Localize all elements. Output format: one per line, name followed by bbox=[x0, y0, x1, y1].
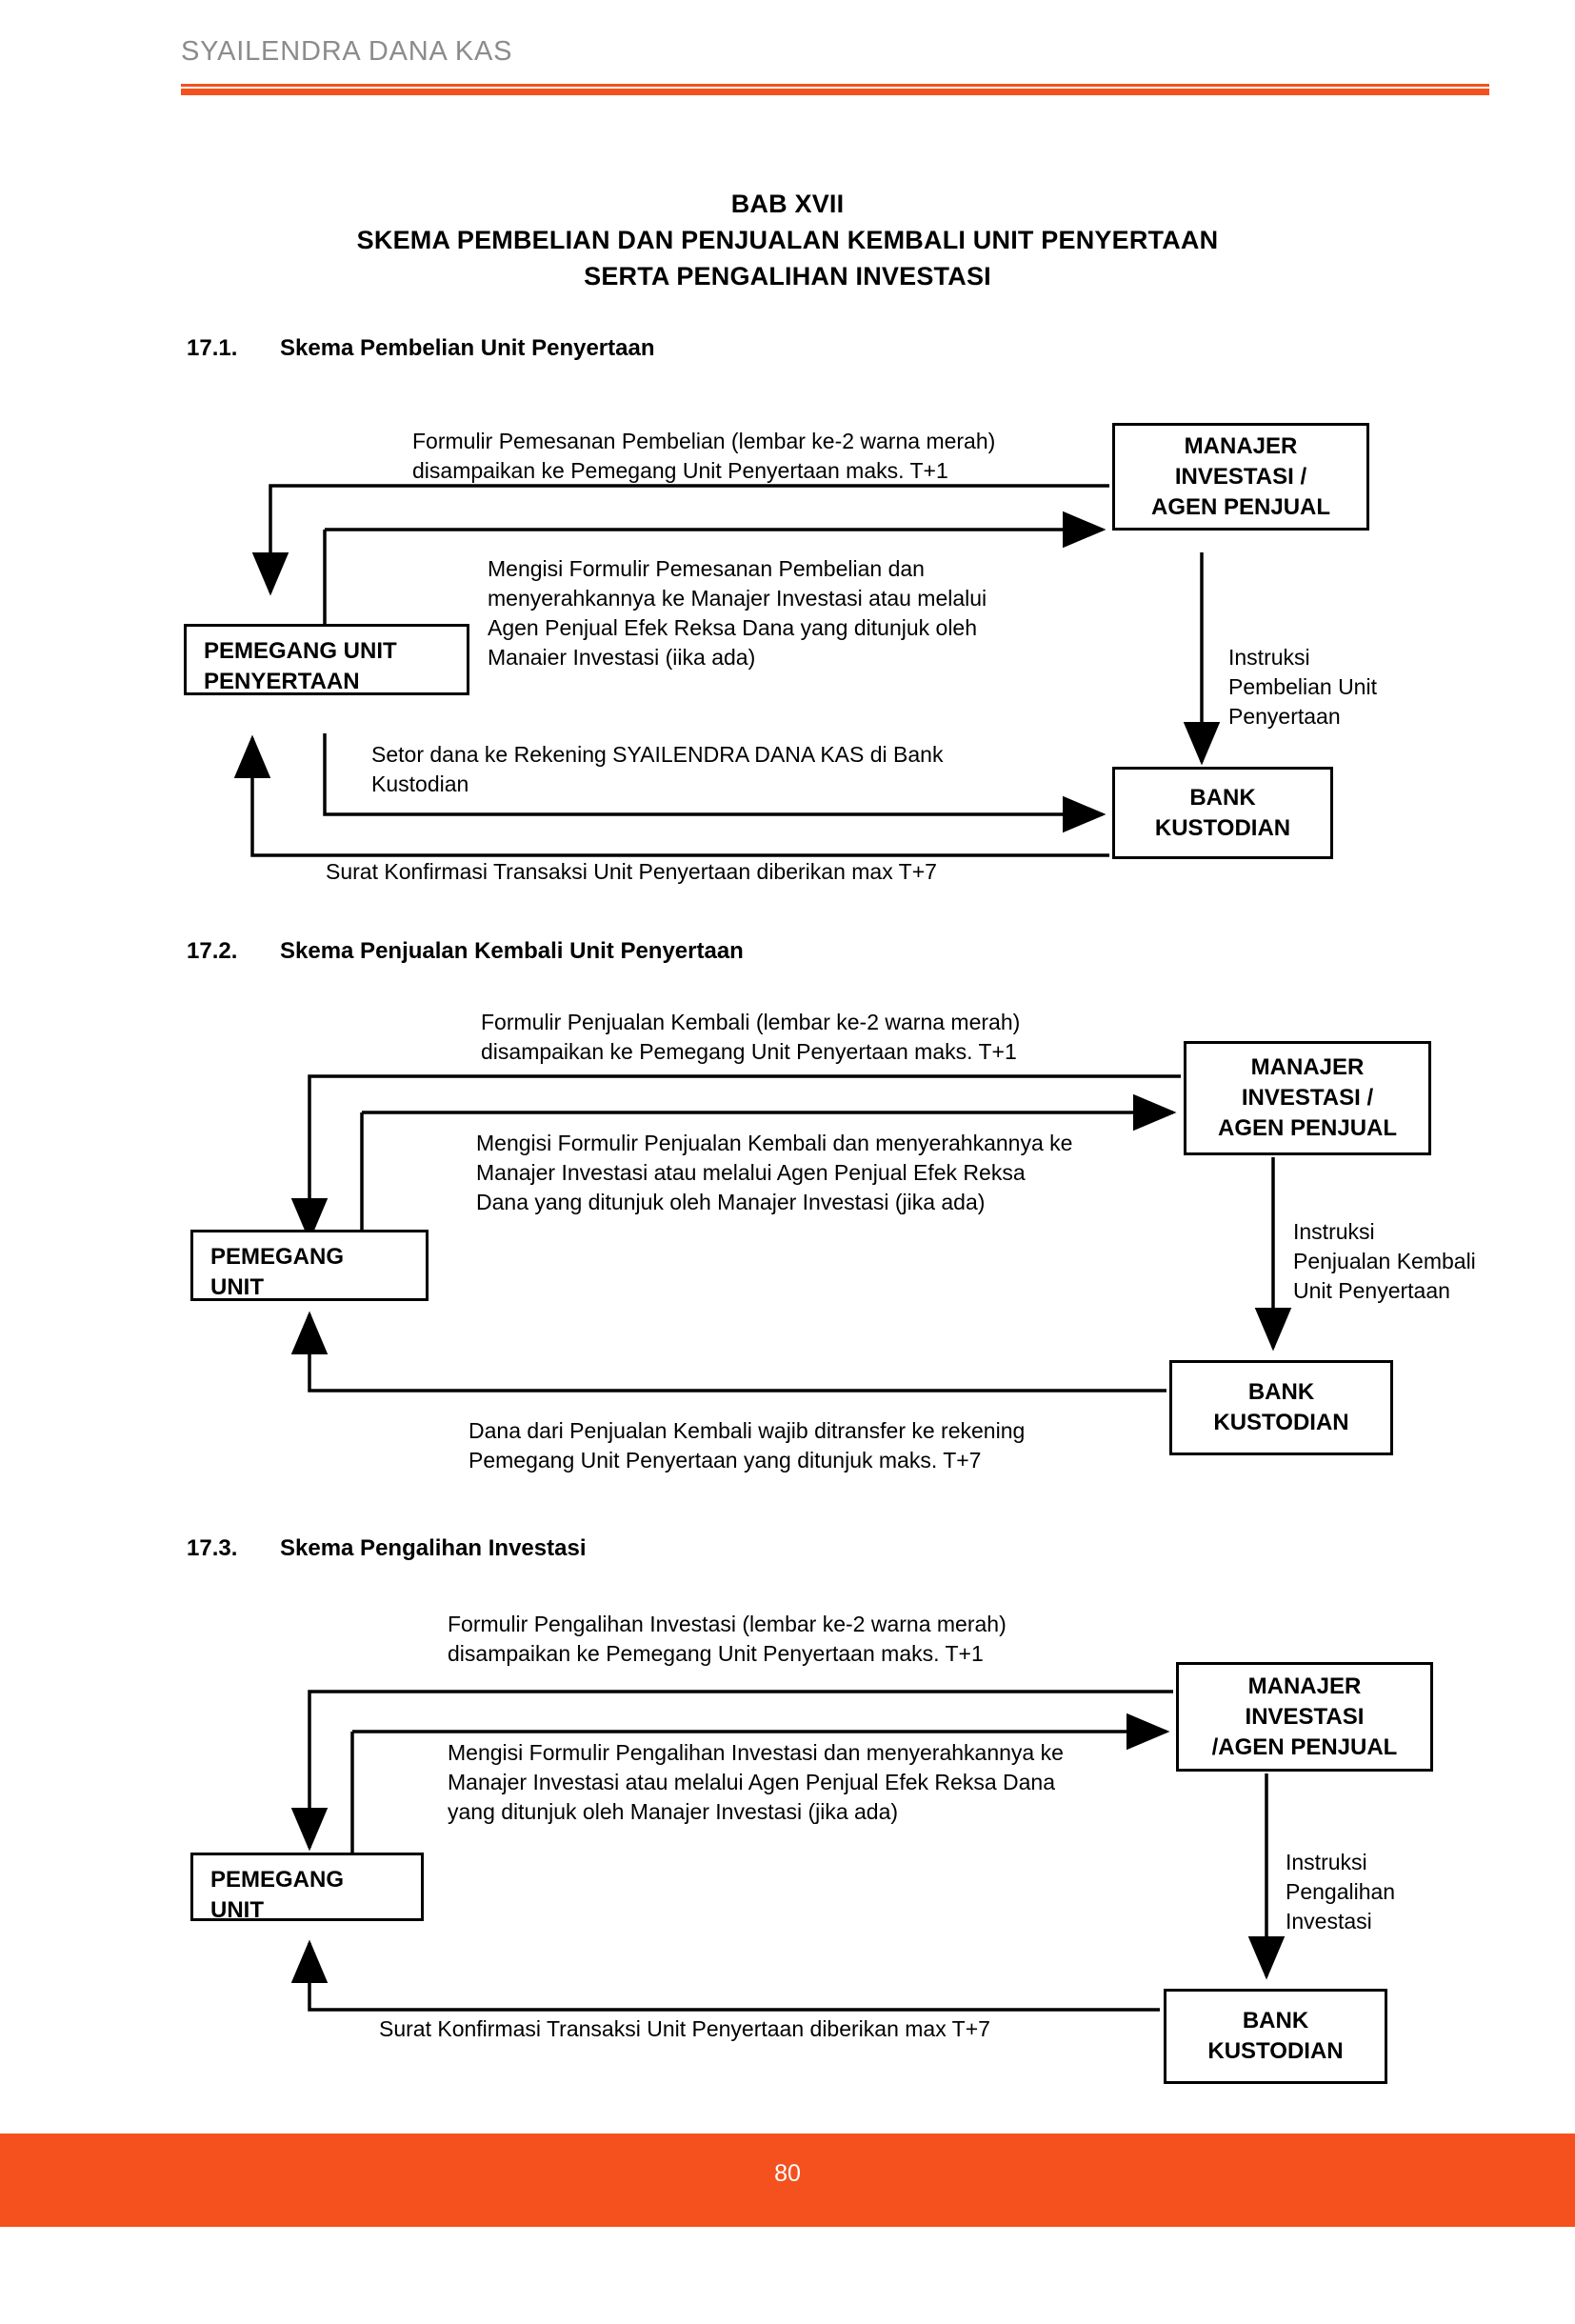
flow-label-confirmation-3: Surat Konfirmasi Transaksi Unit Penyerta… bbox=[379, 2016, 990, 2041]
diagram-arrows-3 bbox=[290, 1690, 1286, 2012]
node-bank-kustodian-3: BANK KUSTODIAN bbox=[1164, 1989, 1387, 2084]
header-rule-thin bbox=[181, 84, 1489, 87]
flow-label-instruction-2: Instruksi Penjualan Kembali Unit Penyert… bbox=[1293, 1219, 1476, 1303]
node-manajer-investasi-2: MANAJER INVESTASI / AGEN PENJUAL bbox=[1184, 1041, 1431, 1155]
node-label: MANAJER INVESTASI / AGEN PENJUAL bbox=[1150, 432, 1331, 520]
flow-label-fill-form-2: Mengisi Formulir Penjualan Kembali dan m… bbox=[476, 1131, 1073, 1214]
chapter-line-1: BAB XVII bbox=[730, 190, 845, 218]
node-manajer-investasi-1: MANAJER INVESTASI / AGEN PENJUAL bbox=[1112, 423, 1369, 531]
node-pemegang-unit-penyertaan-1: PEMEGANG UNIT PENYERTAAN bbox=[184, 624, 469, 695]
node-label: MANAJER INVESTASI /AGEN PENJUAL bbox=[1211, 1673, 1398, 1760]
section-title: Skema Pembelian Unit Penyertaan bbox=[280, 335, 655, 361]
flow-label-confirmation-1: Surat Konfirmasi Transaksi Unit Penyerta… bbox=[326, 859, 937, 884]
section-number: 17.2. bbox=[187, 938, 238, 964]
node-label: PEMEGANG UNIT PENYERTAAN bbox=[210, 1867, 345, 1921]
page-footer bbox=[0, 2134, 1575, 2227]
node-label: PEMEGANG UNIT PENYERTAAN bbox=[204, 638, 397, 694]
flow-label-instruction-1: Instruksi Pembelian Unit Penyertaan bbox=[1228, 645, 1377, 729]
flow-label-fill-form-1: Mengisi Formulir Pemesanan Pembelian dan… bbox=[488, 556, 987, 670]
node-bank-kustodian-1: BANK KUSTODIAN bbox=[1112, 767, 1333, 859]
page-header: SYAILENDRA DANA KAS bbox=[0, 0, 1575, 95]
flow-label-form-delivery-3: Formulir Pengalihan Investasi (lembar ke… bbox=[448, 1612, 1007, 1666]
flow-label-fill-form-3: Mengisi Formulir Pengalihan Investasi da… bbox=[448, 1740, 1064, 1824]
node-label: BANK KUSTODIAN bbox=[1213, 1379, 1349, 1435]
flow-label-form-delivery-2: Formulir Penjualan Kembali (lembar ke-2 … bbox=[481, 1010, 1021, 1064]
page-title: BAB XVII SKEMA PEMBELIAN DAN PENJUALAN K… bbox=[0, 186, 1575, 294]
header-title: SYAILENDRA DANA KAS bbox=[181, 36, 513, 67]
section-number: 17.3. bbox=[187, 1535, 238, 1561]
flow-label-instruction-3: Instruksi Pengalihan Investasi bbox=[1286, 1850, 1396, 1933]
diagram-arrows-2 bbox=[290, 1074, 1292, 1392]
flow-label-form-delivery-1: Formulir Pemesanan Pembelian (lembar ke-… bbox=[412, 429, 996, 483]
section-number: 17.1. bbox=[187, 335, 238, 361]
node-label: BANK KUSTODIAN bbox=[1154, 784, 1291, 841]
node-label: MANAJER INVESTASI / AGEN PENJUAL bbox=[1217, 1054, 1398, 1141]
flow-label-deposit-1: Setor dana ke Rekening SYAILENDRA DANA K… bbox=[371, 742, 944, 796]
node-pemegang-unit-penyertaan-2: PEMEGANG UNIT PENYERTAAN bbox=[190, 1230, 429, 1301]
node-manajer-investasi-3: MANAJER INVESTASI /AGEN PENJUAL bbox=[1176, 1662, 1433, 1772]
node-label: PEMEGANG UNIT PENYERTAAN bbox=[210, 1244, 345, 1300]
flow-label-transfer-2: Dana dari Penjualan Kembali wajib ditran… bbox=[469, 1418, 1026, 1473]
node-pemegang-unit-penyertaan-3: PEMEGANG UNIT PENYERTAAN bbox=[190, 1853, 424, 1921]
diagram-arrows-1 bbox=[233, 484, 1221, 857]
section-title: Skema Penjualan Kembali Unit Penyertaan bbox=[280, 938, 744, 964]
chapter-line-3: SERTA PENGALIHAN INVESTASI bbox=[584, 262, 991, 290]
node-label: BANK KUSTODIAN bbox=[1207, 2008, 1344, 2064]
section-title: Skema Pengalihan Investasi bbox=[280, 1535, 587, 1561]
header-rule-thick bbox=[181, 89, 1489, 95]
node-bank-kustodian-2: BANK KUSTODIAN bbox=[1169, 1360, 1393, 1455]
page-number: 80 bbox=[774, 2160, 801, 2187]
chapter-line-2: SKEMA PEMBELIAN DAN PENJUALAN KEMBALI UN… bbox=[356, 226, 1219, 254]
